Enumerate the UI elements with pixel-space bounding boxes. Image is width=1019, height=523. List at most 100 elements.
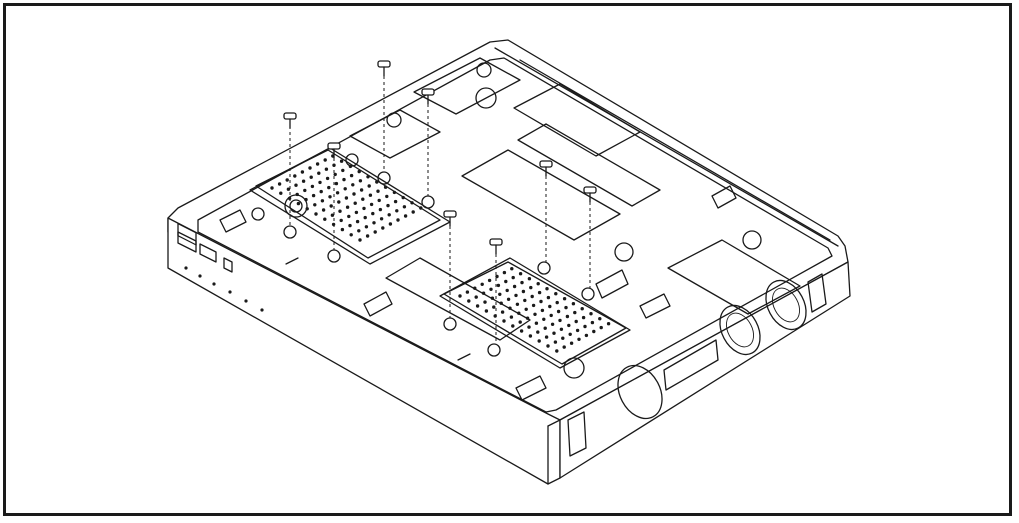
vent-hole xyxy=(318,180,322,185)
screw-2 xyxy=(377,60,391,172)
vent-hole xyxy=(581,315,586,320)
vent-hole xyxy=(351,183,355,187)
vent-hole xyxy=(555,300,559,305)
vent-hole xyxy=(504,279,508,284)
vent-hole xyxy=(536,282,540,286)
vent-hole xyxy=(539,299,543,304)
vent-hole xyxy=(353,201,357,205)
vent-hole xyxy=(519,329,524,333)
screw-1 xyxy=(283,112,297,226)
vent-hole xyxy=(512,284,517,289)
screw-8 xyxy=(583,186,597,288)
vent-hole xyxy=(520,280,524,285)
vent-hole xyxy=(358,179,363,183)
vent-hole xyxy=(537,290,542,295)
vent-hole xyxy=(518,320,522,324)
vent-hole xyxy=(373,230,377,234)
vent-hole xyxy=(369,202,374,207)
vent-hole xyxy=(310,184,315,189)
vent-hole xyxy=(518,272,523,276)
vent-hole xyxy=(521,289,526,294)
vent-hole xyxy=(592,329,596,334)
vent-hole xyxy=(325,176,330,181)
vent-hole xyxy=(529,285,533,290)
vent-hole xyxy=(386,203,390,208)
vent-hole xyxy=(528,334,533,338)
vent-hole xyxy=(375,180,379,184)
vent-hole xyxy=(327,185,331,190)
vent-hole xyxy=(388,222,393,226)
vent-hole xyxy=(575,328,580,333)
vent-hole xyxy=(514,293,518,298)
vent-hole xyxy=(583,324,587,329)
vent-hole xyxy=(349,233,353,237)
standoffs xyxy=(251,62,762,379)
vent-hole xyxy=(366,175,370,179)
vent-hole xyxy=(329,204,333,208)
vent-hole xyxy=(294,183,298,187)
vent-hole xyxy=(564,305,568,310)
vent-hole xyxy=(542,317,546,321)
vent-hole xyxy=(533,312,537,316)
vent-hole xyxy=(540,308,545,313)
vent-hole xyxy=(277,182,282,186)
vent-hole xyxy=(531,303,536,308)
vent-hole xyxy=(499,301,503,305)
vent-hole xyxy=(344,196,349,200)
chassis-body xyxy=(167,39,851,485)
vent-hole xyxy=(553,340,558,344)
tray-clips xyxy=(219,185,737,401)
vent-hole xyxy=(599,325,603,330)
drive-bay-grid-left xyxy=(255,149,441,259)
vent-hole xyxy=(548,304,552,309)
vent-hole xyxy=(296,201,301,206)
vent-hole xyxy=(490,296,495,300)
vent-hole xyxy=(474,295,478,299)
vent-hole xyxy=(544,335,549,339)
vent-hole xyxy=(270,186,274,190)
vent-hole xyxy=(293,174,297,178)
vent-hole xyxy=(321,208,326,212)
vent-hole xyxy=(556,309,561,314)
vent-hole xyxy=(475,304,480,308)
vent-hole xyxy=(481,291,486,295)
vent-hole xyxy=(555,349,559,353)
side-fans xyxy=(567,273,827,457)
vent-hole xyxy=(492,305,496,309)
vent-hole xyxy=(573,310,577,315)
vent-hole xyxy=(286,187,291,191)
vent-hole xyxy=(502,270,507,275)
vent-hole xyxy=(536,330,540,334)
vent-hole xyxy=(410,201,414,205)
vent-hole xyxy=(523,298,527,303)
vent-hole xyxy=(343,187,347,191)
vent-hole xyxy=(574,319,578,324)
vent-hole xyxy=(314,212,318,216)
vent-hole xyxy=(285,178,289,182)
vent-hole xyxy=(358,238,362,242)
vent-hole xyxy=(339,218,343,223)
vent-hole xyxy=(511,324,515,328)
vent-hole xyxy=(362,206,366,211)
vent-hole xyxy=(349,173,354,178)
vent-hole xyxy=(525,316,530,320)
vent-hole xyxy=(559,327,564,331)
vent-hole xyxy=(500,310,505,314)
vent-hole xyxy=(545,287,549,291)
screw-4 xyxy=(327,142,341,250)
vent-hole xyxy=(411,210,415,214)
vent-hole xyxy=(515,302,520,306)
vent-hole xyxy=(558,318,562,323)
vent-hole xyxy=(309,175,313,179)
vent-hole xyxy=(359,188,364,192)
vent-hole xyxy=(371,211,375,216)
vent-hole xyxy=(401,195,405,200)
vent-hole xyxy=(334,181,339,186)
screws xyxy=(283,60,597,344)
vent-hole xyxy=(301,179,306,183)
vent-hole xyxy=(383,185,388,189)
vent-hole xyxy=(527,325,531,329)
vent-hole xyxy=(323,217,327,221)
vent-hole xyxy=(484,309,489,313)
